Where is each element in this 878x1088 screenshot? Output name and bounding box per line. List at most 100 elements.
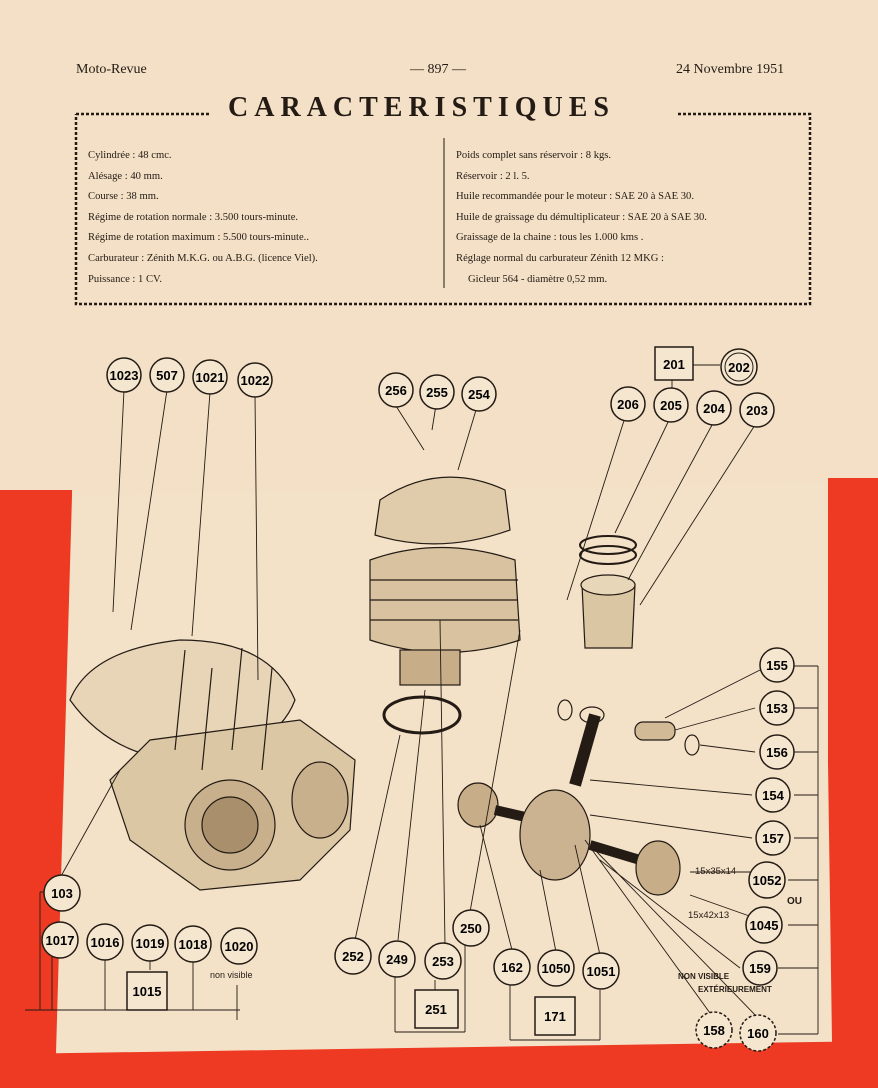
callout-255: 255 (419, 374, 455, 410)
spec-line: Alésage : 40 mm. (88, 170, 163, 182)
spec-line: Huile de graissage du démultiplicateur :… (456, 211, 707, 223)
callout-label: 202 (728, 360, 750, 375)
callout-label: 249 (386, 952, 408, 967)
callout-162: 162 (493, 948, 531, 986)
spec-line: Cylindrée : 48 cmc. (88, 150, 172, 161)
callout-label: 156 (766, 745, 788, 760)
callout-1017: 1017 (41, 921, 79, 959)
spec-line: Régime de rotation maximum : 5.500 tours… (88, 232, 309, 244)
callout-1016: 1016 (86, 923, 124, 961)
callout-156: 156 (759, 734, 795, 770)
callout-label: 256 (385, 383, 407, 398)
callout-label: 205 (660, 398, 682, 413)
page-title: CARACTERISTIQUES (228, 92, 615, 123)
callout-1050: 1050 (537, 949, 575, 987)
callout-159: 159 (742, 950, 778, 986)
callout-201: 201 (654, 346, 694, 381)
callout-253: 253 (424, 942, 462, 980)
callout-label: 204 (703, 401, 725, 416)
callout-label: 153 (766, 701, 788, 716)
callout-154: 154 (755, 777, 791, 813)
callout-1045: 1045 (745, 906, 783, 944)
callout-label: 255 (426, 385, 448, 400)
callout-1022: 1022 (237, 362, 273, 398)
callout-label: 201 (663, 357, 685, 372)
callout-label: 1019 (136, 936, 165, 951)
spec-line: Carburateur : Zénith M.K.G. ou A.B.G. (l… (88, 252, 318, 264)
leader-lines (25, 364, 819, 1041)
part-callouts: 1023 507 1021 1022 256 255 254 201 202 2… (41, 346, 795, 1052)
callout-252: 252 (334, 937, 372, 975)
spec-line: Graissage de la chaine : tous les 1.000 … (456, 232, 644, 244)
callout-249: 249 (378, 940, 416, 978)
callout-label: 103 (51, 886, 73, 901)
callout-label: 162 (501, 960, 523, 975)
spec-line: Réglage normal du carburateur Zénith 12 … (456, 252, 664, 264)
callout-1021: 1021 (192, 359, 228, 395)
callout-label: 253 (432, 954, 454, 969)
callout-204: 204 (696, 390, 732, 426)
callout-label: 1020 (225, 939, 254, 954)
note-bearing-1: 15x35x14 (695, 866, 737, 877)
callout-1051: 1051 (582, 952, 620, 990)
spec-line: Course : 38 mm. (88, 191, 159, 203)
callout-1020: 1020 (220, 927, 258, 965)
specs-frame (74, 112, 812, 306)
callout-206: 206 (610, 386, 646, 422)
callout-507: 507 (149, 357, 185, 393)
specs-left-column: Cylindrée : 48 cmc. Alésage : 40 mm. Cou… (88, 146, 318, 290)
publication-name: Moto-Revue (76, 62, 147, 77)
engine-drawing (69, 476, 700, 896)
callout-label: 250 (460, 921, 482, 936)
callout-1023: 1023 (106, 357, 142, 393)
callout-256: 256 (378, 372, 414, 408)
callout-254: 254 (461, 376, 497, 412)
callout-label: 158 (703, 1023, 725, 1038)
callout-label: 1021 (196, 370, 225, 385)
page-number: — 897 — (410, 62, 466, 77)
specs-box: Cylindrée : 48 cmc. Alésage : 40 mm. Cou… (76, 112, 810, 304)
callout-label: 1045 (750, 918, 779, 933)
red-border-right (828, 478, 878, 1088)
callout-1015: 1015 (126, 971, 168, 1011)
callout-label: 254 (468, 387, 490, 402)
note-ou: OU (787, 896, 802, 907)
callout-label: 1051 (587, 964, 616, 979)
callout-label: 154 (762, 788, 784, 803)
spec-line: Régime de rotation normale : 3.500 tours… (88, 211, 299, 223)
callout-label: 1015 (133, 984, 162, 999)
callout-155: 155 (759, 647, 795, 683)
callout-label: 159 (749, 961, 771, 976)
callout-label: 1018 (179, 937, 208, 952)
callout-157: 157 (755, 820, 791, 856)
callout-label: 171 (544, 1009, 566, 1024)
callout-label: 1016 (91, 935, 120, 950)
specs-right-column: Poids complet sans réservoir : 8 kgs. Ré… (456, 146, 707, 290)
callout-251: 251 (414, 989, 459, 1029)
callout-label: 157 (762, 831, 784, 846)
callout-label: 160 (747, 1026, 769, 1041)
callout-203: 203 (739, 392, 775, 428)
callout-153: 153 (759, 690, 795, 726)
callout-label: 507 (156, 368, 178, 383)
callout-103: 103 (43, 874, 81, 912)
callout-label: 1052 (753, 873, 782, 888)
spec-line: Poids complet sans réservoir : 8 kgs. (456, 150, 612, 161)
spec-line: Huile recommandée pour le moteur : SAE 2… (456, 191, 695, 203)
callout-250: 250 (452, 909, 490, 947)
callout-label: 251 (425, 1002, 447, 1017)
callout-1018: 1018 (174, 925, 212, 963)
callout-label: 252 (342, 949, 364, 964)
spec-line: Réservoir : 2 l. 5. (456, 170, 530, 182)
callout-158: 158 (695, 1011, 733, 1049)
callout-label: 1023 (110, 368, 139, 383)
callout-label: 1050 (542, 961, 571, 976)
callout-label: 155 (766, 658, 788, 673)
callout-1019: 1019 (131, 924, 169, 962)
callout-160: 160 (739, 1014, 777, 1052)
callout-label: 1022 (241, 373, 270, 388)
callout-1052: 1052 (748, 861, 786, 899)
callout-205: 205 (653, 387, 689, 423)
note-non-visible-ext-2: EXTÉRIEUREMENT (698, 985, 772, 994)
